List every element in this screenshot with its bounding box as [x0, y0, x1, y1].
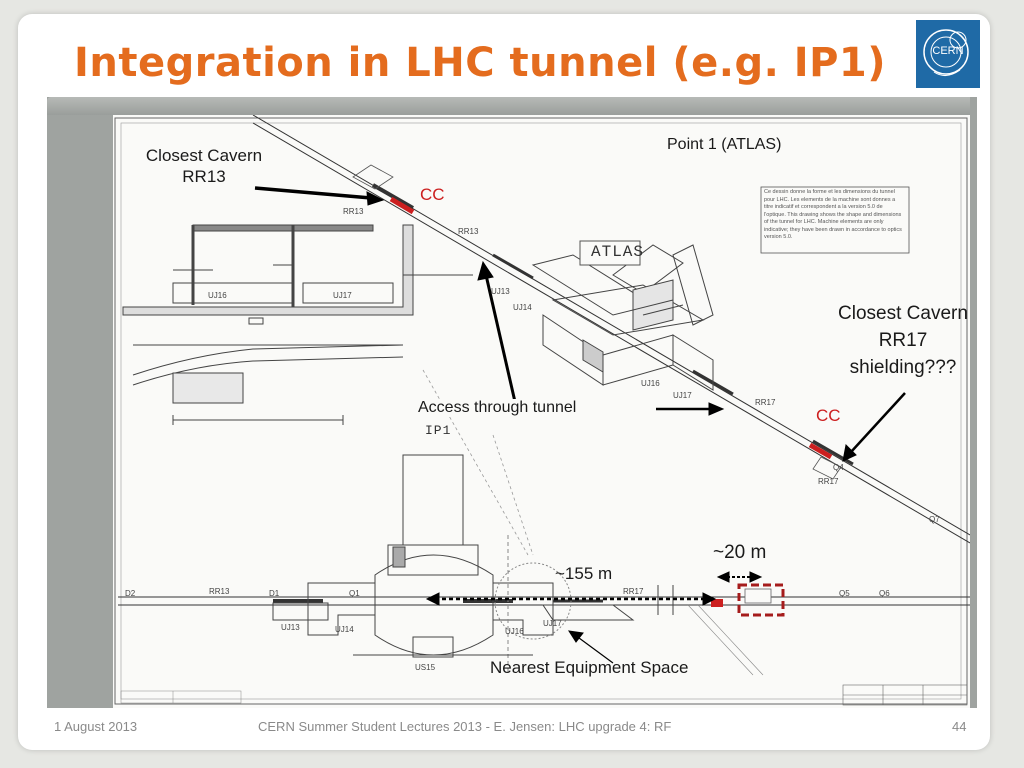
- cc-label-top: CC: [420, 185, 445, 204]
- footer-center: CERN Summer Student Lectures 2013 - E. J…: [258, 719, 672, 734]
- title-block: [842, 684, 968, 706]
- rr17-low-label: RR17: [623, 587, 644, 596]
- atlas-complex: [531, 244, 714, 391]
- uj17-left-label: UJ17: [333, 291, 352, 300]
- closest-rr17-line2: RR17: [878, 330, 928, 351]
- upper-left-plan: [122, 224, 473, 425]
- footer-date: 1 August 2013: [54, 719, 138, 734]
- closest-rr17-line1: Closest Cavern: [838, 303, 968, 324]
- ip1-cavern: [272, 454, 674, 675]
- uj17-label: UJ17: [673, 391, 692, 400]
- cern-logo-rings-icon: [923, 29, 969, 76]
- logo-text: CERN: [932, 45, 964, 57]
- title-block-bottom-left: [120, 690, 242, 704]
- tunnel-drawing-svg: [114, 115, 970, 706]
- q4-label: Q4: [833, 463, 844, 472]
- equipment-marker: [711, 599, 723, 607]
- frame-left: [47, 97, 113, 708]
- footer-page-number: 44: [952, 719, 967, 734]
- uj14-label: UJ14: [513, 303, 532, 312]
- drawing-note: Ce dessin donne la forme et les dimensio…: [764, 189, 902, 240]
- cc-marker-top: [389, 196, 415, 215]
- cern-logo: CERN: [916, 20, 980, 88]
- cc-label-right: CC: [816, 406, 841, 425]
- rr13-low-label: RR13: [209, 587, 230, 596]
- closest-cavern-rr17-annotation: Closest Cavern RR17 shielding???: [812, 300, 994, 381]
- dimension-arrows: [425, 571, 763, 606]
- closest-rr13-line2: RR13: [182, 167, 226, 186]
- annotation-arrows: [254, 186, 906, 664]
- q7-label: Q7: [929, 515, 940, 524]
- us15-label: US15: [415, 663, 436, 672]
- slide-title: Integration in LHC tunnel (e.g. IP1): [74, 40, 887, 86]
- uj16-left-label: UJ16: [208, 291, 227, 300]
- uj13-low-label: UJ13: [281, 623, 300, 632]
- d2-label: D2: [125, 589, 136, 598]
- nearest-equipment-space-label: Nearest Equipment Space: [490, 658, 689, 677]
- frame-right: [970, 97, 977, 708]
- frame-top: [47, 97, 977, 115]
- rr13-top-label: RR13: [343, 207, 364, 216]
- point1-label: Point 1 (ATLAS): [667, 136, 782, 153]
- closest-rr13-line1: Closest Cavern: [145, 146, 263, 165]
- closest-cavern-rr13-annotation: Closest Cavern RR13: [120, 145, 288, 187]
- distance-20m-label: ~20 m: [713, 542, 767, 563]
- atlas-label: ATLAS: [591, 243, 645, 261]
- q1-label: Q1: [349, 589, 360, 598]
- q6-label: Q6: [879, 589, 890, 598]
- nearest-space-box: [737, 583, 785, 617]
- uj17-low-label: UJ17: [543, 619, 562, 628]
- closest-rr17-line3: shielding???: [849, 357, 957, 378]
- uj13-label: UJ13: [491, 287, 510, 296]
- distance-155m-label: ~155 m: [555, 564, 613, 583]
- ip1-label: IP1: [425, 423, 452, 438]
- uj16-low-label: UJ16: [505, 627, 524, 636]
- d1-label: D1: [269, 589, 280, 598]
- rr17-bottom-label: RR17: [818, 477, 839, 486]
- uj14-low-label: UJ14: [335, 625, 354, 634]
- cc-marker-right: [808, 442, 833, 460]
- rr17-top-label: RR17: [755, 398, 776, 407]
- q5-label: Q5: [839, 589, 850, 598]
- uj16-label: UJ16: [641, 379, 660, 388]
- rr13-diag-label: RR13: [458, 227, 479, 236]
- access-through-tunnel-label: Access through tunnel: [418, 399, 577, 417]
